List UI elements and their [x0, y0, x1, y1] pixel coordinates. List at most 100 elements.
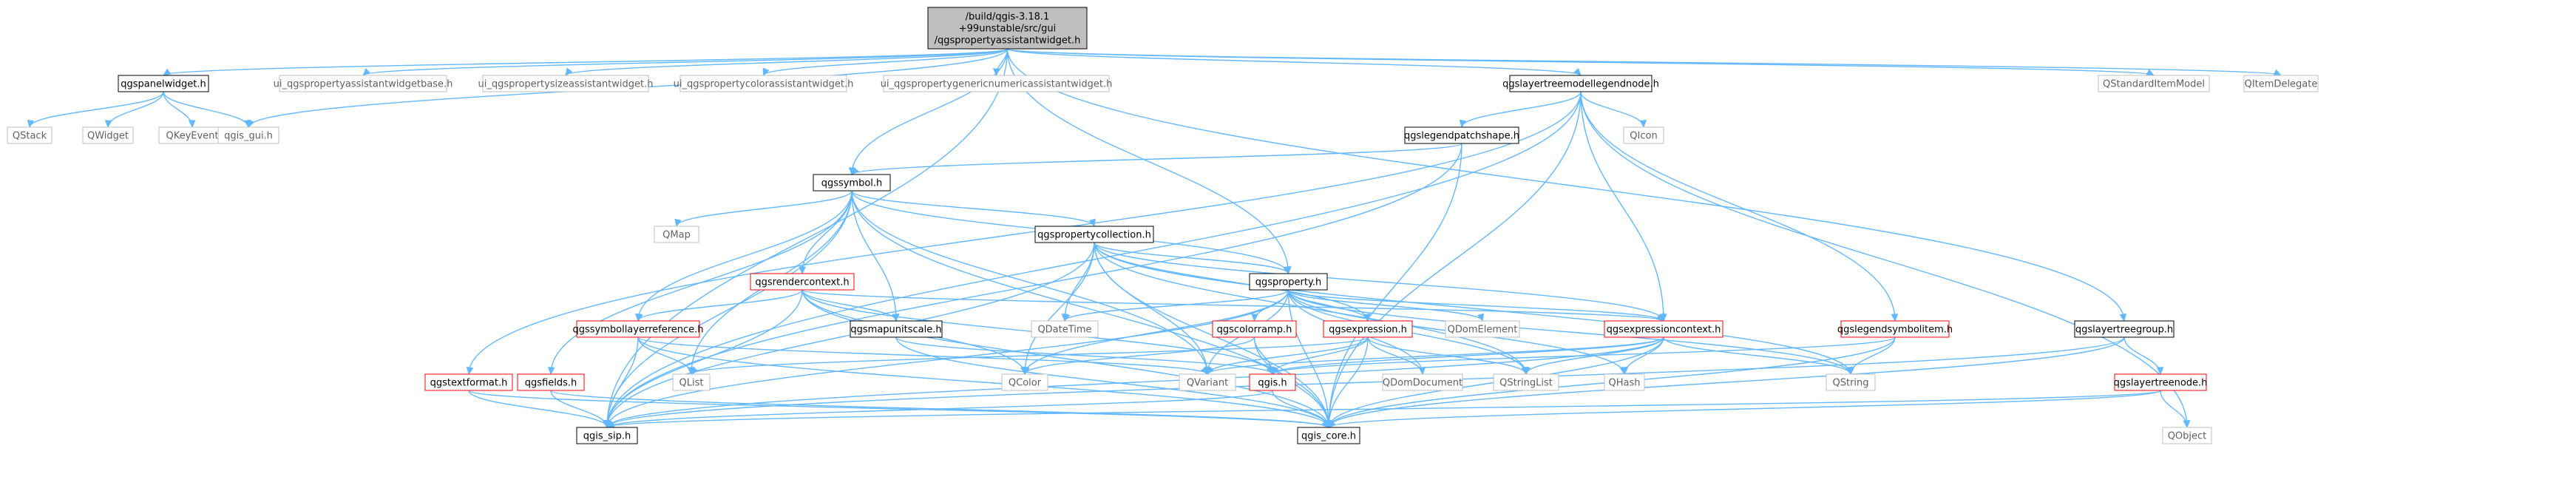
- edge-ltnode-to-sip: [606, 390, 2161, 428]
- node-ui_size[interactable]: ui_qgspropertysizeassistantwidget.h: [478, 75, 654, 92]
- node-qvariant[interactable]: QVariant: [1179, 373, 1236, 391]
- node-qmap[interactable]: QMap: [654, 226, 699, 243]
- node-label: QObject: [2168, 431, 2207, 442]
- edge-mapunitscale-to-qgish: [895, 336, 1273, 375]
- edge-symbol-to-mapunitscale: [851, 190, 897, 322]
- edge-ltmln-to-sip: [606, 91, 1582, 428]
- arrowhead-expression-to-qlist: [691, 366, 699, 375]
- node-panelwidget[interactable]: qgspanelwidget.h: [118, 75, 209, 92]
- node-exprcontext[interactable]: qgsexpressioncontext.h: [1604, 320, 1723, 338]
- node-qobject[interactable]: QObject: [2162, 427, 2212, 444]
- node-qitemdelegate[interactable]: QItemDelegate: [2243, 75, 2319, 92]
- arrowhead-rendercontext-to-symlayerref: [636, 313, 643, 322]
- edge-property-to-qdatetime: [1064, 289, 1289, 322]
- node-label: ui_qgspropertyassistantwidgetbase.h: [274, 79, 453, 90]
- node-patchshape[interactable]: qgslegendpatchshape.h: [1404, 126, 1519, 144]
- edge-ltmln-to-legendsymitem: [1580, 91, 1896, 322]
- node-box: [813, 174, 891, 192]
- node-qlist[interactable]: QList: [672, 373, 711, 391]
- edge-symbol-to-propcoll: [851, 190, 1095, 227]
- arrowhead-ltmln-to-qicon: [1639, 120, 1647, 129]
- node-label: qgsexpressioncontext.h: [1607, 325, 1721, 336]
- node-textformat[interactable]: qgstextformat.h: [424, 373, 513, 391]
- node-qgish[interactable]: qgis.h: [1249, 373, 1296, 391]
- node-qstringlist[interactable]: QStringList: [1493, 373, 1559, 391]
- node-box: [1297, 427, 1360, 444]
- edge-propcoll-to-property: [1094, 242, 1289, 274]
- node-label: qgssymbol.h: [821, 178, 883, 189]
- edge-textformat-to-sip: [468, 390, 608, 428]
- node-label: QList: [679, 378, 704, 389]
- node-colorramp[interactable]: qgscolorramp.h: [1212, 320, 1297, 338]
- node-box: [1604, 320, 1723, 338]
- arrowhead-root-to-ui_size: [565, 67, 573, 76]
- edge-mapunitscale-to-core: [895, 336, 1329, 428]
- node-property[interactable]: qgsproperty.h: [1249, 273, 1328, 291]
- node-qdomdocument[interactable]: QDomDocument: [1382, 373, 1463, 391]
- node-box: [883, 75, 1110, 92]
- node-box: [1826, 373, 1876, 391]
- node-box: [217, 126, 279, 144]
- node-gui[interactable]: qgis_gui.h: [217, 126, 279, 144]
- node-label: qgsrendercontext.h: [755, 277, 849, 288]
- arrowhead-panelwidget-to-qstack: [27, 119, 35, 129]
- node-fields[interactable]: qgsfields.h: [517, 373, 585, 391]
- node-qkeyevent[interactable]: QKeyEvent: [158, 126, 226, 144]
- node-rendercontext[interactable]: qgsrendercontext.h: [750, 273, 855, 291]
- node-ltmln[interactable]: qgslayertreemodellegendnode.h: [1502, 75, 1659, 92]
- node-qdatetime[interactable]: QDateTime: [1031, 320, 1099, 338]
- edge-ltmln-to-patchshape: [1461, 91, 1582, 128]
- node-propcoll[interactable]: qgspropertycollection.h: [1034, 226, 1154, 243]
- arrowhead-legendsymitem-to-qgish: [1272, 366, 1280, 375]
- node-ltgroup[interactable]: qgslayertreegroup.h: [2074, 320, 2175, 338]
- node-label: qgsproperty.h: [1255, 277, 1321, 288]
- node-symlayerref[interactable]: qgssymbollayerreference.h: [572, 320, 704, 338]
- node-qcolor[interactable]: QColor: [1001, 373, 1048, 391]
- edge-panelwidget-to-qwidget: [107, 91, 164, 128]
- edge-symbol-to-sip: [606, 190, 853, 428]
- node-box: [1623, 126, 1664, 144]
- node-qstdmodel[interactable]: QStandardItemModel: [2098, 75, 2210, 92]
- node-qstack[interactable]: QStack: [7, 126, 52, 144]
- edge-symbol-to-symlayerref: [637, 190, 853, 322]
- edge-exprcontext-to-qvariant: [1207, 336, 1664, 375]
- node-root[interactable]: /build/qgis-3.18.1+99unstable/src/gui/qg…: [927, 7, 1088, 50]
- node-ui_generic[interactable]: ui_qgspropertygenericnumericassistantwid…: [881, 75, 1113, 92]
- node-sip[interactable]: qgis_sip.h: [576, 427, 638, 444]
- node-label: qgslayertreenode.h: [2114, 378, 2208, 389]
- node-expression[interactable]: qgsexpression.h: [1323, 320, 1413, 338]
- node-box: [2162, 427, 2212, 444]
- node-qhash[interactable]: QHash: [1604, 373, 1645, 391]
- node-qdomelement[interactable]: QDomElement: [1445, 320, 1520, 338]
- edge-symbol-to-qmap: [676, 190, 853, 227]
- arrowhead-property-to-exprcontext: [1657, 313, 1664, 322]
- node-legendsymitem[interactable]: qgslegendsymbolitem.h: [1837, 320, 1953, 338]
- node-box: [1493, 373, 1559, 391]
- node-box: [1212, 320, 1297, 338]
- node-label: QStack: [13, 131, 47, 142]
- edge-symbol-to-qvariant: [851, 190, 1208, 375]
- node-ui_base[interactable]: ui_qgspropertyassistantwidgetbase.h: [274, 75, 453, 92]
- edge-patchshape-to-sip: [606, 143, 1462, 428]
- edge-propcoll-to-exprcontext: [1094, 242, 1664, 322]
- edge-rendercontext-to-exprcontext: [801, 289, 1664, 322]
- node-mapunitscale[interactable]: qgsmapunitscale.h: [850, 320, 943, 338]
- node-qstring[interactable]: QString: [1826, 373, 1876, 391]
- node-label: QStringList: [1499, 378, 1553, 389]
- node-qwidget[interactable]: QWidget: [82, 126, 134, 144]
- node-box: [2098, 75, 2210, 92]
- node-label: QStandardItemModel: [2103, 79, 2205, 90]
- node-label: qgslegendsymbolitem.h: [1837, 325, 1953, 336]
- arrowhead-ltgroup-to-ltnode: [2156, 367, 2164, 376]
- node-ui_color[interactable]: ui_qgspropertycolorassistantwidget.h: [674, 75, 854, 92]
- node-label: QVariant: [1187, 378, 1228, 389]
- arrowhead-ltmln-to-legendsymitem: [1891, 314, 1899, 322]
- node-symbol[interactable]: qgssymbol.h: [813, 174, 891, 192]
- edge-root-to-sip: [606, 48, 1009, 428]
- node-qicon[interactable]: QIcon: [1623, 126, 1664, 144]
- node-box: [1382, 373, 1463, 391]
- edge-exprcontext-to-sip: [606, 336, 1664, 428]
- node-box: [1249, 273, 1328, 291]
- node-core[interactable]: qgis_core.h: [1297, 427, 1360, 444]
- node-ltnode[interactable]: qgslayertreenode.h: [2114, 373, 2208, 391]
